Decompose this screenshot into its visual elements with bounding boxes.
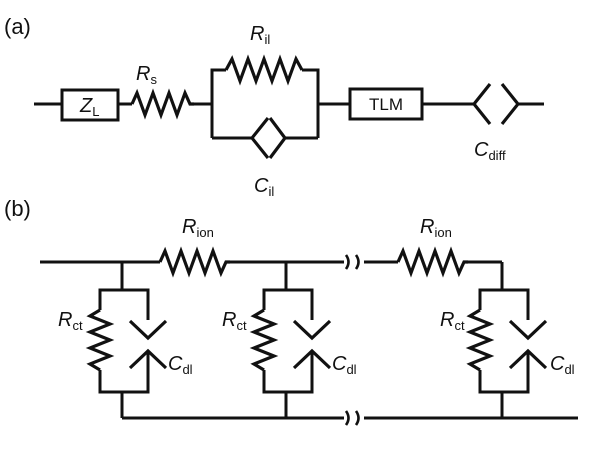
wire-cell2-bottom-branch [262, 368, 314, 394]
wire-cell2-top-branch [262, 288, 314, 310]
resistor-rct-2 [249, 308, 279, 372]
capacitor-cdiff-left-plate [471, 83, 492, 125]
wire-a-right-branch [302, 68, 320, 138]
capacitor-cdl-1-top-plate [128, 319, 168, 341]
label-tlm: TLM [369, 95, 403, 114]
panel-label-a: (a) [4, 14, 31, 39]
resistor-rion-1 [158, 246, 230, 278]
break-mark-bottom [344, 410, 360, 426]
capacitor-cil-left-plate [249, 117, 270, 159]
impedance-zl-box [60, 88, 120, 122]
wire-cell3-top-branch [478, 288, 530, 310]
capacitor-cdl-2-top-plate [292, 319, 332, 341]
label-cdl-3: Cdl [550, 353, 575, 377]
resistor-rion-2 [396, 246, 468, 278]
label-rion-1: Rion [182, 216, 214, 240]
wire-cell3-bottom-branch [478, 368, 530, 394]
label-rs: Rs [136, 63, 157, 87]
unit-cell-2: Rct Cdl [222, 262, 357, 418]
label-rion-2: Rion [420, 216, 452, 240]
label-cdl-1: Cdl [168, 353, 193, 377]
capacitor-cil-right-plate [268, 117, 287, 159]
wire-cell1-bottom-branch [98, 368, 150, 394]
panel-label-b: (b) [4, 196, 31, 221]
label-rct-1: Rct [58, 309, 83, 333]
resistor-rct-1 [85, 308, 115, 372]
tlm-box [348, 87, 424, 121]
capacitor-cdiff-right-plate [500, 83, 521, 125]
label-cdl-2: Cdl [332, 353, 357, 377]
label-rct-3: Rct [440, 309, 465, 333]
resistor-rct-3 [465, 308, 495, 372]
circuit-a: ZL Rs Ril Cil TLM Cdiff [34, 23, 544, 199]
label-zl: ZL [79, 95, 99, 119]
resistor-ril [224, 54, 304, 86]
resistor-rs [130, 88, 194, 120]
break-mark-top [344, 254, 360, 270]
wire-a-left-branch [210, 68, 226, 138]
unit-cell-3: Rct Cdl [440, 262, 575, 418]
unit-cell-1: Rct Cdl [58, 262, 193, 418]
circuit-b: Rion Rion Rct Cdl [40, 216, 578, 426]
label-cil: Cil [254, 175, 274, 199]
label-rct-2: Rct [222, 309, 247, 333]
capacitor-cdl-3-top-plate [508, 319, 548, 341]
label-cdiff: Cdiff [474, 139, 506, 163]
label-ril: Ril [250, 23, 270, 47]
wire-cell1-top-branch [98, 288, 150, 310]
